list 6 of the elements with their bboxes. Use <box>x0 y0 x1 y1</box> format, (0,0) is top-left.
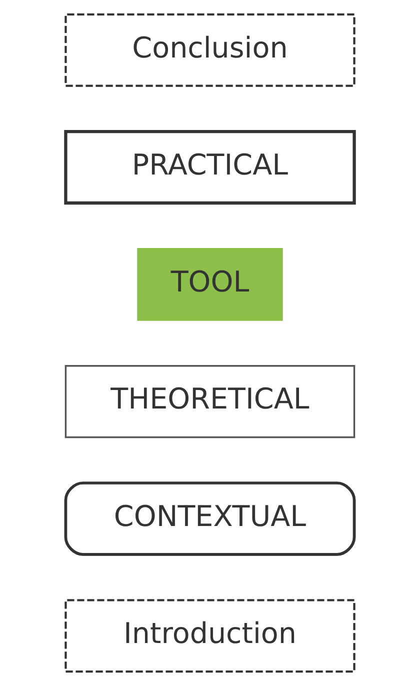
node-box: Introduction <box>64 599 355 673</box>
node-box: TOOL <box>136 248 282 321</box>
node-box: THEORETICAL <box>64 365 355 438</box>
node-box: Conclusion <box>64 13 355 87</box>
node-box: CONTEXTUAL <box>64 482 356 556</box>
node-box: PRACTICAL <box>64 130 356 205</box>
